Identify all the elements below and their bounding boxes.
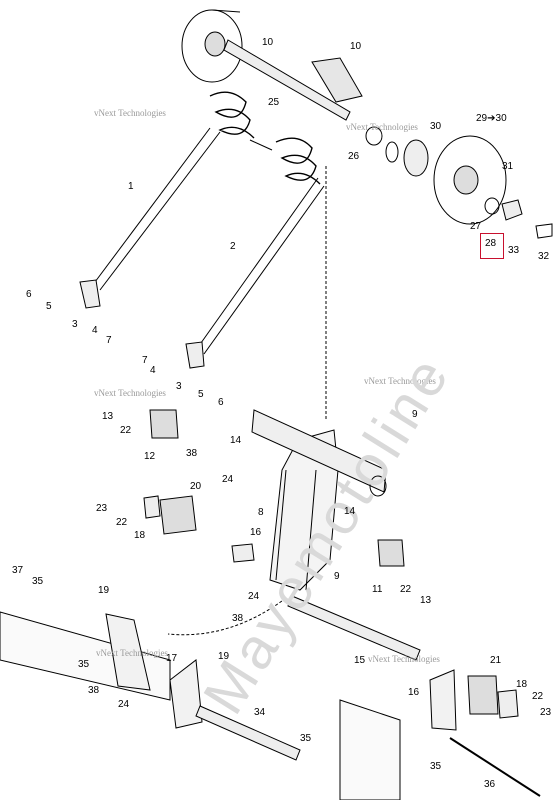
- callout-label[interactable]: 5: [46, 301, 52, 312]
- callout-label[interactable]: 35: [32, 576, 44, 587]
- callout-label[interactable]: 10: [262, 37, 274, 48]
- callout-label[interactable]: 27: [470, 221, 482, 232]
- callout-label-28[interactable]: 28: [485, 238, 497, 249]
- highlight-box-28: [480, 233, 504, 259]
- callout-label[interactable]: 13: [420, 595, 432, 606]
- spring-1: [209, 91, 255, 139]
- callout-label[interactable]: 37: [12, 565, 24, 576]
- callout-label[interactable]: 14: [230, 435, 242, 446]
- callout-label[interactable]: 25: [268, 97, 280, 108]
- callout-label[interactable]: 9: [412, 409, 418, 420]
- bearing-block-21: [467, 675, 499, 715]
- callout-label[interactable]: 15: [354, 655, 366, 666]
- callout-label[interactable]: 23: [540, 707, 552, 718]
- callout-label[interactable]: 7: [142, 355, 148, 366]
- callout-label[interactable]: 16: [250, 527, 262, 538]
- callout-label[interactable]: 4: [150, 365, 156, 376]
- callout-label[interactable]: 22: [532, 691, 544, 702]
- callout-label[interactable]: 4: [92, 325, 98, 336]
- callout-label[interactable]: 11: [372, 584, 383, 595]
- callout-label[interactable]: 24: [248, 591, 260, 602]
- spring-2: [275, 137, 321, 185]
- callout-label[interactable]: 16: [408, 687, 420, 698]
- callout-label[interactable]: 32: [538, 251, 550, 262]
- callout-label[interactable]: 23: [96, 503, 108, 514]
- callout-label[interactable]: 21: [490, 655, 502, 666]
- callout-label[interactable]: 20: [190, 481, 202, 492]
- callout-label[interactable]: 31: [502, 161, 514, 172]
- callout-label[interactable]: 30: [430, 121, 442, 132]
- callout-label[interactable]: 17: [166, 653, 178, 664]
- callout-label[interactable]: 8: [258, 507, 264, 518]
- callout-label[interactable]: 35: [430, 761, 442, 772]
- watermark: vNext Technologies: [94, 388, 166, 398]
- watermark: vNext Technologies: [94, 108, 166, 118]
- callout-label[interactable]: 18: [516, 679, 528, 690]
- callout-label[interactable]: 35: [300, 733, 312, 744]
- callout-label[interactable]: 33: [508, 245, 520, 256]
- callout-label[interactable]: 10: [350, 41, 362, 52]
- watermark: vNext Technologies: [368, 654, 440, 664]
- callout-label[interactable]: 24: [222, 474, 234, 485]
- callout-label[interactable]: 38: [88, 685, 100, 696]
- callout-label[interactable]: 3: [72, 319, 78, 330]
- callout-label[interactable]: 19: [218, 651, 230, 662]
- callout-label[interactable]: 5: [198, 389, 204, 400]
- watermark: vNext Technologies: [96, 648, 168, 658]
- callout-label[interactable]: 36: [484, 779, 496, 790]
- spacer-10: [311, 57, 363, 103]
- callout-label[interactable]: 38: [186, 448, 198, 459]
- callout-label[interactable]: 26: [348, 151, 360, 162]
- callout-label[interactable]: 6: [218, 397, 224, 408]
- callout-label[interactable]: 9: [334, 571, 340, 582]
- callout-label[interactable]: 18: [134, 530, 146, 541]
- bearing-block-20: [159, 495, 197, 535]
- callout-label[interactable]: 19: [98, 585, 110, 596]
- front-arm-8: [269, 429, 339, 591]
- watermark: vNext Technologies: [346, 122, 418, 132]
- callout-label[interactable]: 35: [78, 659, 90, 670]
- callout-label[interactable]: 1: [128, 181, 134, 192]
- callout-label[interactable]: 29➔30: [476, 113, 507, 124]
- callout-label[interactable]: 12: [144, 451, 156, 462]
- rail-right: [339, 699, 401, 800]
- callout-label[interactable]: 14: [344, 506, 356, 517]
- callout-label[interactable]: 22: [400, 584, 412, 595]
- callout-label[interactable]: 7: [106, 335, 112, 346]
- watermark: vNext Technologies: [364, 376, 436, 386]
- callout-label[interactable]: 3: [176, 381, 182, 392]
- shaft-25: [223, 39, 351, 121]
- callout-label[interactable]: 2: [230, 241, 236, 252]
- callout-label[interactable]: 22: [116, 517, 128, 528]
- callout-label[interactable]: 38: [232, 613, 244, 624]
- callout-label[interactable]: 34: [254, 707, 266, 718]
- callout-label[interactable]: 22: [120, 425, 132, 436]
- callout-label[interactable]: 6: [26, 289, 32, 300]
- callout-label[interactable]: 13: [102, 411, 114, 422]
- callout-label[interactable]: 24: [118, 699, 130, 710]
